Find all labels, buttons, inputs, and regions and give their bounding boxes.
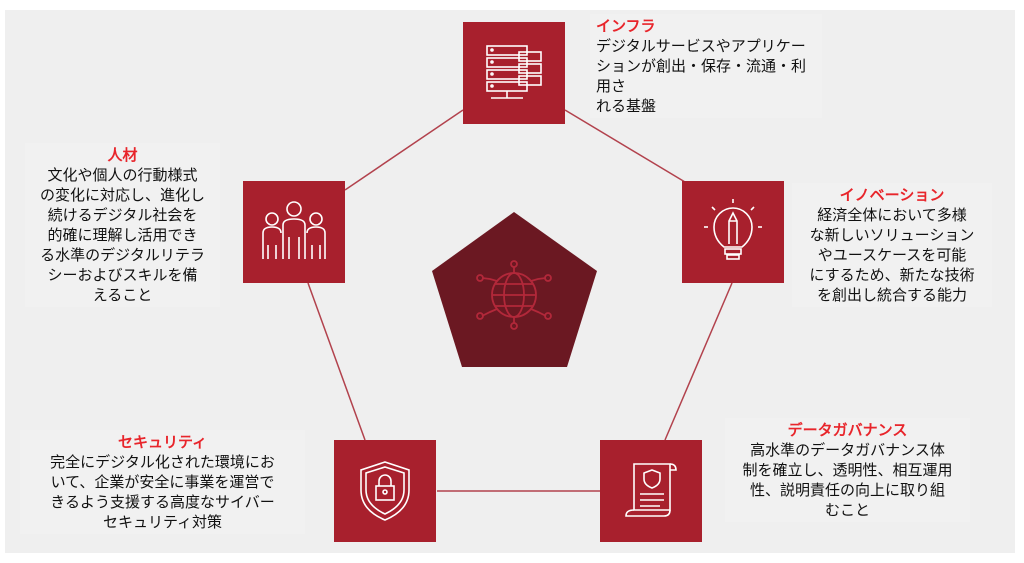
infra-line: れる基盤 xyxy=(596,97,657,115)
innovation-line: やユースケースを可能 xyxy=(817,246,967,264)
infra-line: デジタルサービスやアプリケー xyxy=(596,37,806,55)
document-shield-icon xyxy=(625,463,677,517)
talent-line: 続けるデジタル社会を xyxy=(47,206,198,224)
innovation-textbox: イノベーション 経済全体において多様 な新しいソリューション やユースケースを可… xyxy=(792,183,992,307)
innovation-square xyxy=(682,181,784,283)
talent-line: えること xyxy=(92,286,153,304)
security-line: いて、企業が安全に事業を運営で xyxy=(50,473,275,491)
governance-line: むこと xyxy=(824,501,870,519)
talent-square xyxy=(243,181,345,283)
talent-line: シーおよびスキルを備 xyxy=(47,266,198,284)
talent-textbox: 人材 文化や個人の行動様式 の変化に対応し、進化し 続けるデジタル社会を 的確に… xyxy=(25,143,220,307)
innovation-line: を創出し統合する能力 xyxy=(816,286,967,304)
center-pentagon xyxy=(432,212,597,367)
infra-square xyxy=(463,22,565,124)
security-textbox: セキュリティ 完全にデジタル化された環境にお いて、企業が安全に事業を運営で き… xyxy=(20,430,305,534)
governance-square xyxy=(600,440,702,542)
innovation-title: イノベーション xyxy=(839,186,945,204)
innovation-line: 経済全体において多様 xyxy=(817,206,967,224)
innovation-line: にするため、新たな技術 xyxy=(809,266,975,284)
security-square xyxy=(334,440,436,542)
talent-title: 人材 xyxy=(107,146,138,164)
line-talent-infra xyxy=(344,109,464,191)
security-line: きるよう支援する高度なサイバー xyxy=(50,493,275,511)
line-talent-security xyxy=(307,282,366,441)
governance-textbox: データガバナンス 高水準のデータガバナンス体 制を確立し、透明性、相互運用 性、… xyxy=(725,418,970,522)
governance-line: 制を確立し、透明性、相互運用 xyxy=(742,461,953,479)
talent-line: る水準のデジタルリテラ xyxy=(40,246,205,264)
talent-line: 的確に理解し活用でき xyxy=(47,226,198,244)
infra-title: インフラ xyxy=(596,17,656,35)
line-infra-innovation xyxy=(564,109,691,186)
governance-line: 高水準のデータガバナンス体 xyxy=(750,441,945,459)
shield-lock-icon xyxy=(360,461,410,521)
line-innovation-governance xyxy=(664,282,733,441)
security-line: 完全にデジタル化された環境にお xyxy=(50,453,275,471)
people-icon xyxy=(262,201,326,259)
infra-textbox: インフラ デジタルサービスやアプリケー ションが創出・保存・流通・利用さ れる基… xyxy=(590,14,822,118)
talent-line: の変化に対応し、進化し xyxy=(39,186,205,204)
security-title: セキュリティ xyxy=(117,433,208,451)
server-icon xyxy=(486,45,542,99)
infra-line: ションが創出・保存・流通・利用さ xyxy=(596,57,807,95)
globe-network-icon xyxy=(476,260,552,330)
talent-line: 文化や個人の行動様式 xyxy=(47,166,198,184)
governance-title: データガバナンス xyxy=(787,421,908,439)
security-line: セキュリティ対策 xyxy=(102,513,223,531)
innovation-line: な新しいソリューション xyxy=(809,226,975,244)
lightbulb-pencil-icon xyxy=(704,199,762,260)
governance-line: 性、説明責任の向上に取り組 xyxy=(749,481,945,499)
